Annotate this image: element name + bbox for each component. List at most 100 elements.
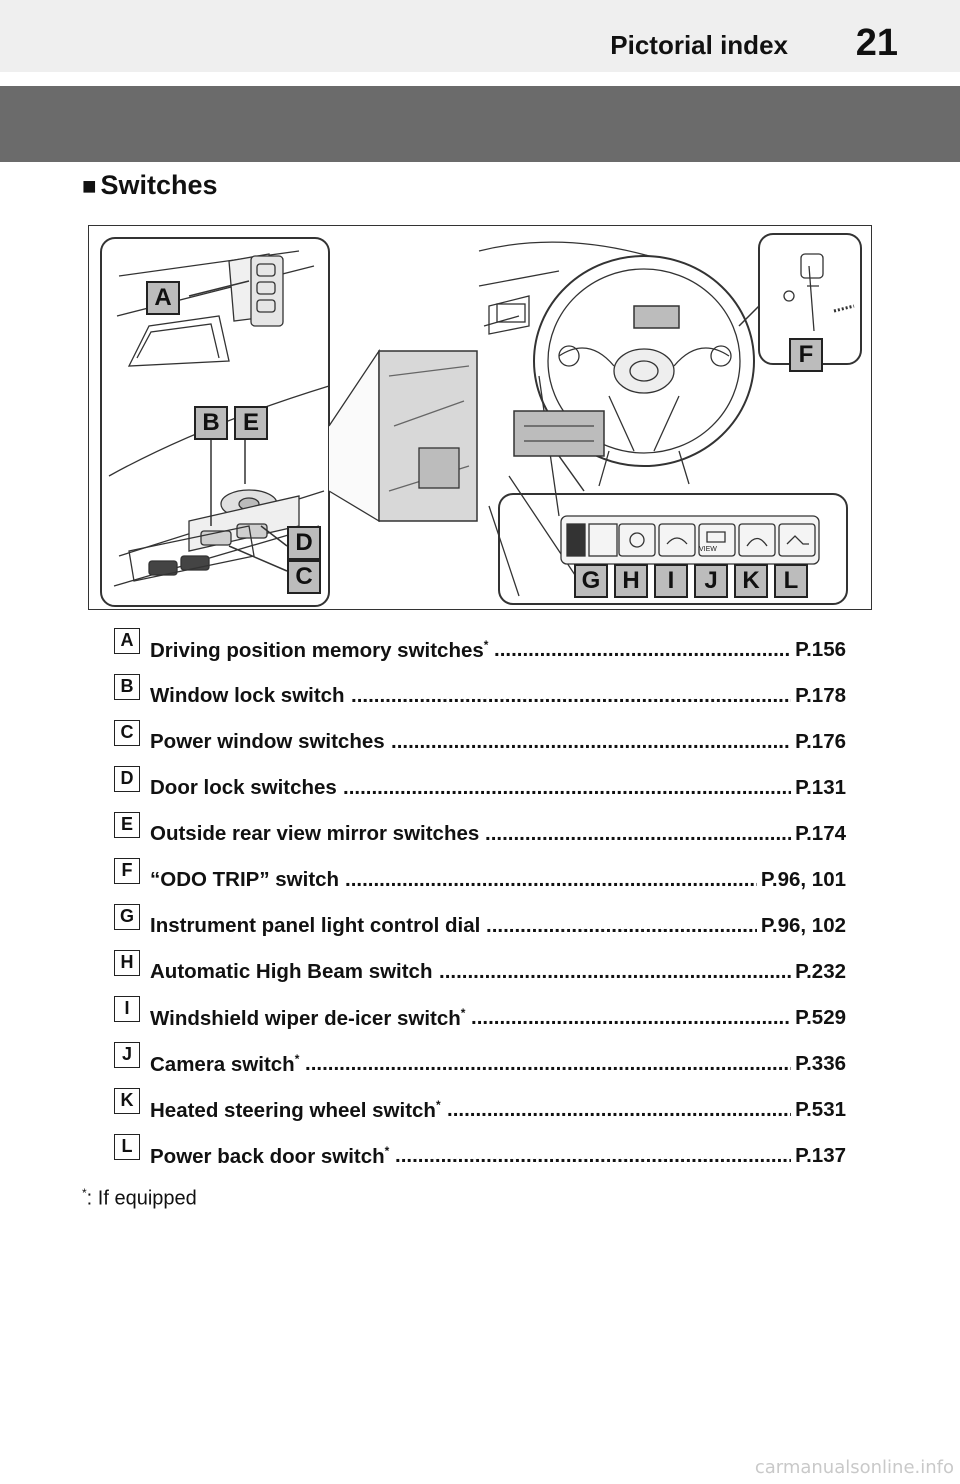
callout-k: K: [734, 564, 768, 598]
entry-label: Instrument panel light control dial: [150, 914, 480, 938]
entry-row: G Instrument panel light control dial....…: [114, 904, 846, 950]
entry-row: C Power window switches..................…: [114, 720, 846, 766]
entry-letter-box: J: [114, 1042, 140, 1068]
entry-page-ref: P.137: [795, 1144, 846, 1167]
entry-label-text: Instrument panel light control dial: [150, 914, 481, 937]
entry-leader-dots: ........................................…: [391, 730, 791, 753]
entry-label-text: Heated steering wheel switch: [150, 1098, 436, 1122]
entry-page-ref: P.232: [795, 960, 846, 983]
entry-label-text: Power window switches: [150, 730, 385, 753]
entry-leader-dots: ........................................…: [345, 868, 757, 891]
callout-d: D: [287, 526, 321, 560]
entry-row: K Heated steering wheel switch*..........…: [114, 1088, 846, 1134]
section-band: [0, 86, 960, 162]
entry-asterisk: *: [435, 1098, 441, 1112]
entry-label: Automatic High Beam switch: [150, 960, 433, 984]
entry-label: Windshield wiper de-icer switch*: [150, 1006, 465, 1031]
entry-label: Driving position memory switches*: [150, 638, 488, 663]
watermark: carmanualsonline.info: [754, 1457, 954, 1478]
entry-page-ref: P.96, 102: [760, 914, 846, 937]
callout-g: G: [574, 564, 608, 598]
entry-page-ref: P.156: [795, 638, 846, 661]
footnote-mark: *: [82, 1186, 87, 1200]
entry-letter-box: F: [114, 858, 140, 884]
entry-row: B Window lock switch.....................…: [114, 674, 846, 720]
entry-letter-box: I: [114, 996, 140, 1022]
entry-label: Door lock switches: [150, 776, 337, 800]
entry-letter-box: B: [114, 674, 140, 700]
entry-label-text: Camera switch: [150, 1052, 295, 1076]
entry-label-text: Outside rear view mirror switches: [150, 822, 480, 845]
callout-a: A: [146, 281, 180, 315]
callout-j: J: [694, 564, 728, 598]
entry-row: F “ODO TRIP” switch......................…: [114, 858, 846, 904]
entry-label-text: Window lock switch: [150, 684, 345, 707]
footnote: *: If equipped: [82, 1186, 197, 1211]
page-title: Pictorial index: [610, 30, 788, 60]
entry-letter-box: D: [114, 766, 140, 792]
entry-leader-dots: ........................................…: [486, 914, 757, 937]
entry-row: D Door lock switches.....................…: [114, 766, 846, 812]
entry-label: “ODO TRIP” switch: [150, 868, 339, 892]
entry-letter-box: H: [114, 950, 140, 976]
entry-leader-dots: ........................................…: [447, 1098, 791, 1121]
callout-h: H: [614, 564, 648, 598]
entry-letter-box: L: [114, 1134, 140, 1160]
callout-l: L: [774, 564, 808, 598]
entry-label-text: Windshield wiper de-icer switch: [150, 1006, 461, 1030]
entry-page-ref: P.174: [795, 822, 846, 845]
callout-e: E: [234, 406, 268, 440]
entry-row: I Windshield wiper de-icer switch*.......…: [114, 996, 846, 1042]
entry-page-ref: P.131: [795, 776, 846, 799]
entry-leader-dots: ........................................…: [439, 960, 791, 983]
switches-illustration: VIEW A B E D C F G H I J K L: [88, 225, 872, 610]
entry-leader-dots: ........................................…: [305, 1052, 791, 1075]
entry-letter-box: C: [114, 720, 140, 746]
section-heading-text: Switches: [100, 170, 218, 200]
callout-i: I: [654, 564, 688, 598]
entry-label-text: Driving position memory switches: [150, 638, 484, 662]
section-heading: ■Switches: [82, 170, 218, 201]
entry-label-text: “ODO TRIP” switch: [150, 868, 340, 891]
callout-b: B: [194, 406, 228, 440]
entry-letter-box: A: [114, 628, 140, 654]
door-inset-frame: [100, 237, 330, 607]
entry-row: E Outside rear view mirror switches......…: [114, 812, 846, 858]
entry-page-ref: P.336: [795, 1052, 846, 1075]
entry-label: Power back door switch*: [150, 1144, 389, 1169]
entry-page-ref: P.531: [795, 1098, 846, 1121]
footnote-text: : If equipped: [86, 1187, 197, 1210]
entry-asterisk: *: [384, 1144, 390, 1158]
entry-letter-box: G: [114, 904, 140, 930]
entry-row: A Driving position memory switches*......…: [114, 628, 846, 674]
entry-label-text: Power back door switch: [150, 1144, 385, 1168]
switch-panel-inset-frame: [498, 493, 848, 605]
view-panel-label: VIEW: [699, 546, 717, 553]
entry-label-text: Door lock switches: [150, 776, 337, 799]
entry-leader-dots: ........................................…: [471, 1006, 791, 1029]
entry-leader-dots: ........................................…: [395, 1144, 791, 1167]
entry-label: Power window switches: [150, 730, 385, 754]
entry-letter-box: E: [114, 812, 140, 838]
entry-label: Heated steering wheel switch*: [150, 1098, 441, 1123]
entry-leader-dots: ........................................…: [343, 776, 791, 799]
entry-leader-dots: ........................................…: [351, 684, 791, 707]
entry-asterisk: *: [483, 638, 489, 652]
entry-letter-box: K: [114, 1088, 140, 1114]
entry-row: H Automatic High Beam switch.............…: [114, 950, 846, 996]
entry-page-ref: P.176: [795, 730, 846, 753]
entry-label: Camera switch*: [150, 1052, 299, 1077]
entry-label-text: Automatic High Beam switch: [150, 960, 433, 983]
entry-label: Window lock switch: [150, 684, 345, 708]
page-header-band: [0, 0, 960, 72]
entry-page-ref: P.96, 101: [760, 868, 846, 891]
entry-row: J Camera switch*.........................…: [114, 1042, 846, 1088]
entry-label: Outside rear view mirror switches: [150, 822, 479, 846]
section-marker: ■: [82, 173, 97, 200]
entry-page-ref: P.178: [795, 684, 846, 707]
callout-f: F: [789, 338, 823, 372]
entry-leader-dots: ........................................…: [494, 638, 791, 661]
entry-row: L Power back door switch*................…: [114, 1134, 846, 1180]
entry-leader-dots: ........................................…: [485, 822, 791, 845]
